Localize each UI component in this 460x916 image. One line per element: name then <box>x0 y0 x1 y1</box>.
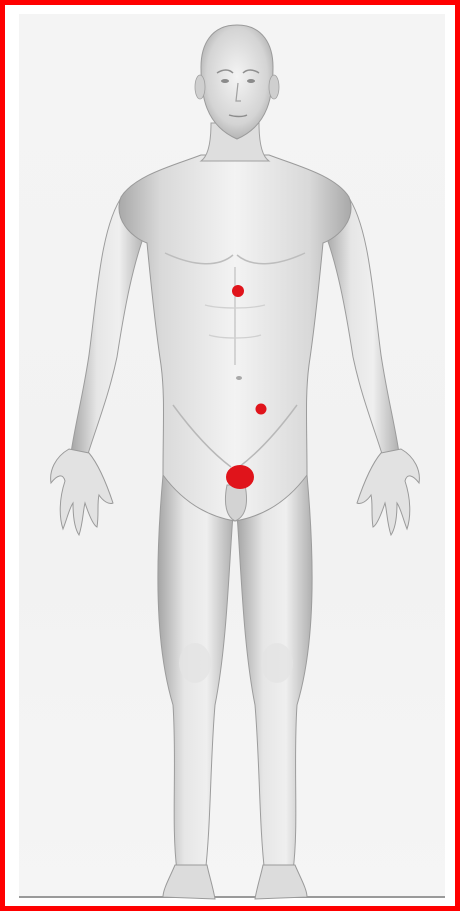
upper-abdomen-marker <box>232 285 244 297</box>
lower-abdomen-marker <box>256 404 267 415</box>
head <box>201 25 273 139</box>
right-foot <box>255 865 307 899</box>
groin-marker <box>226 465 254 489</box>
left-foot <box>163 865 215 899</box>
right-hand <box>357 449 419 535</box>
body-figure <box>5 5 460 916</box>
left-hand <box>51 449 113 535</box>
